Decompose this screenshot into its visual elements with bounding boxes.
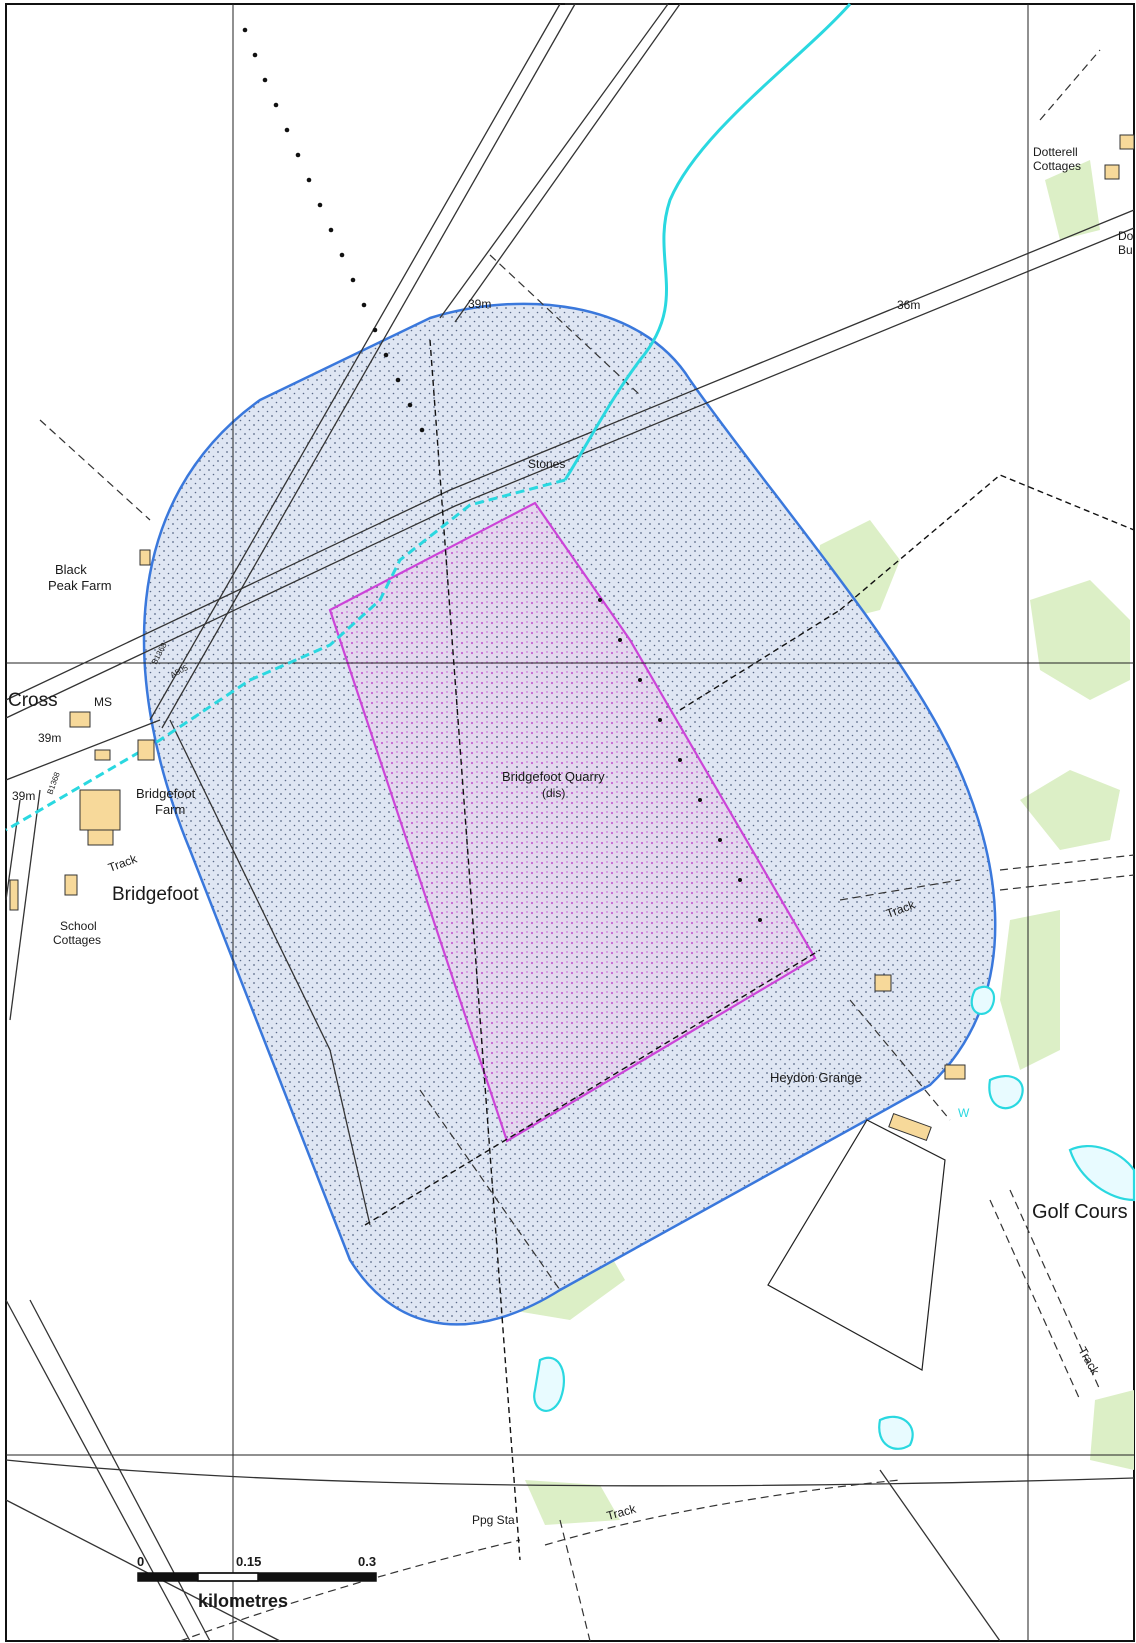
triangle-field <box>767 1119 946 1371</box>
field-boundaries <box>364 339 1135 1561</box>
height-39m-north: 39m <box>468 297 491 311</box>
label-dotterell: Dotterell <box>1033 145 1078 159</box>
label-cross: Cross <box>8 690 58 711</box>
label-bridgefoot-farm-1: Bridgefoot <box>136 786 196 801</box>
label-ms: MS <box>94 695 112 709</box>
label-stones: Stones <box>528 457 565 471</box>
scale-tick-end: 0.3 <box>358 1554 376 1569</box>
grid-lines <box>6 4 1134 1641</box>
scale-tick-mid: 0.15 <box>236 1554 261 1569</box>
label-bridgefoot-farm-2: Farm <box>155 802 185 817</box>
label-school-cottages: Cottages <box>53 933 101 947</box>
label-black: Black <box>55 562 87 577</box>
roads <box>5 3 1135 1642</box>
label-w: W <box>958 1106 970 1120</box>
scale-unit: kilometres <box>198 1591 288 1611</box>
label-cottages: Cottages <box>1033 159 1081 173</box>
scale-bar: 0 0.15 0.3 kilometres <box>137 1554 377 1611</box>
water-features <box>5 3 1136 1450</box>
label-school: School <box>60 919 97 933</box>
label-bridgefoot: Bridgefoot <box>112 884 199 905</box>
label-do: Do <box>1118 229 1134 243</box>
buildings <box>9 134 1135 1142</box>
label-quarry-status: (dis) <box>542 786 565 800</box>
label-golf-course: Golf Cours <box>1032 1201 1128 1223</box>
label-bu: Bu <box>1118 243 1133 257</box>
boundary-dots <box>242 27 762 922</box>
scale-tick-0: 0 <box>137 1554 144 1569</box>
label-quarry: Bridgefoot Quarry <box>502 769 605 784</box>
label-ppg-sta: Ppg Sta <box>472 1513 515 1527</box>
label-peak-farm: Peak Farm <box>48 578 112 593</box>
tracks <box>39 49 1135 1642</box>
height-39m-west-1: 39m <box>38 731 61 745</box>
height-39m-west-2: 39m <box>12 789 35 803</box>
height-36m: 36m <box>897 298 920 312</box>
label-heydon-grange: Heydon Grange <box>770 1070 862 1085</box>
